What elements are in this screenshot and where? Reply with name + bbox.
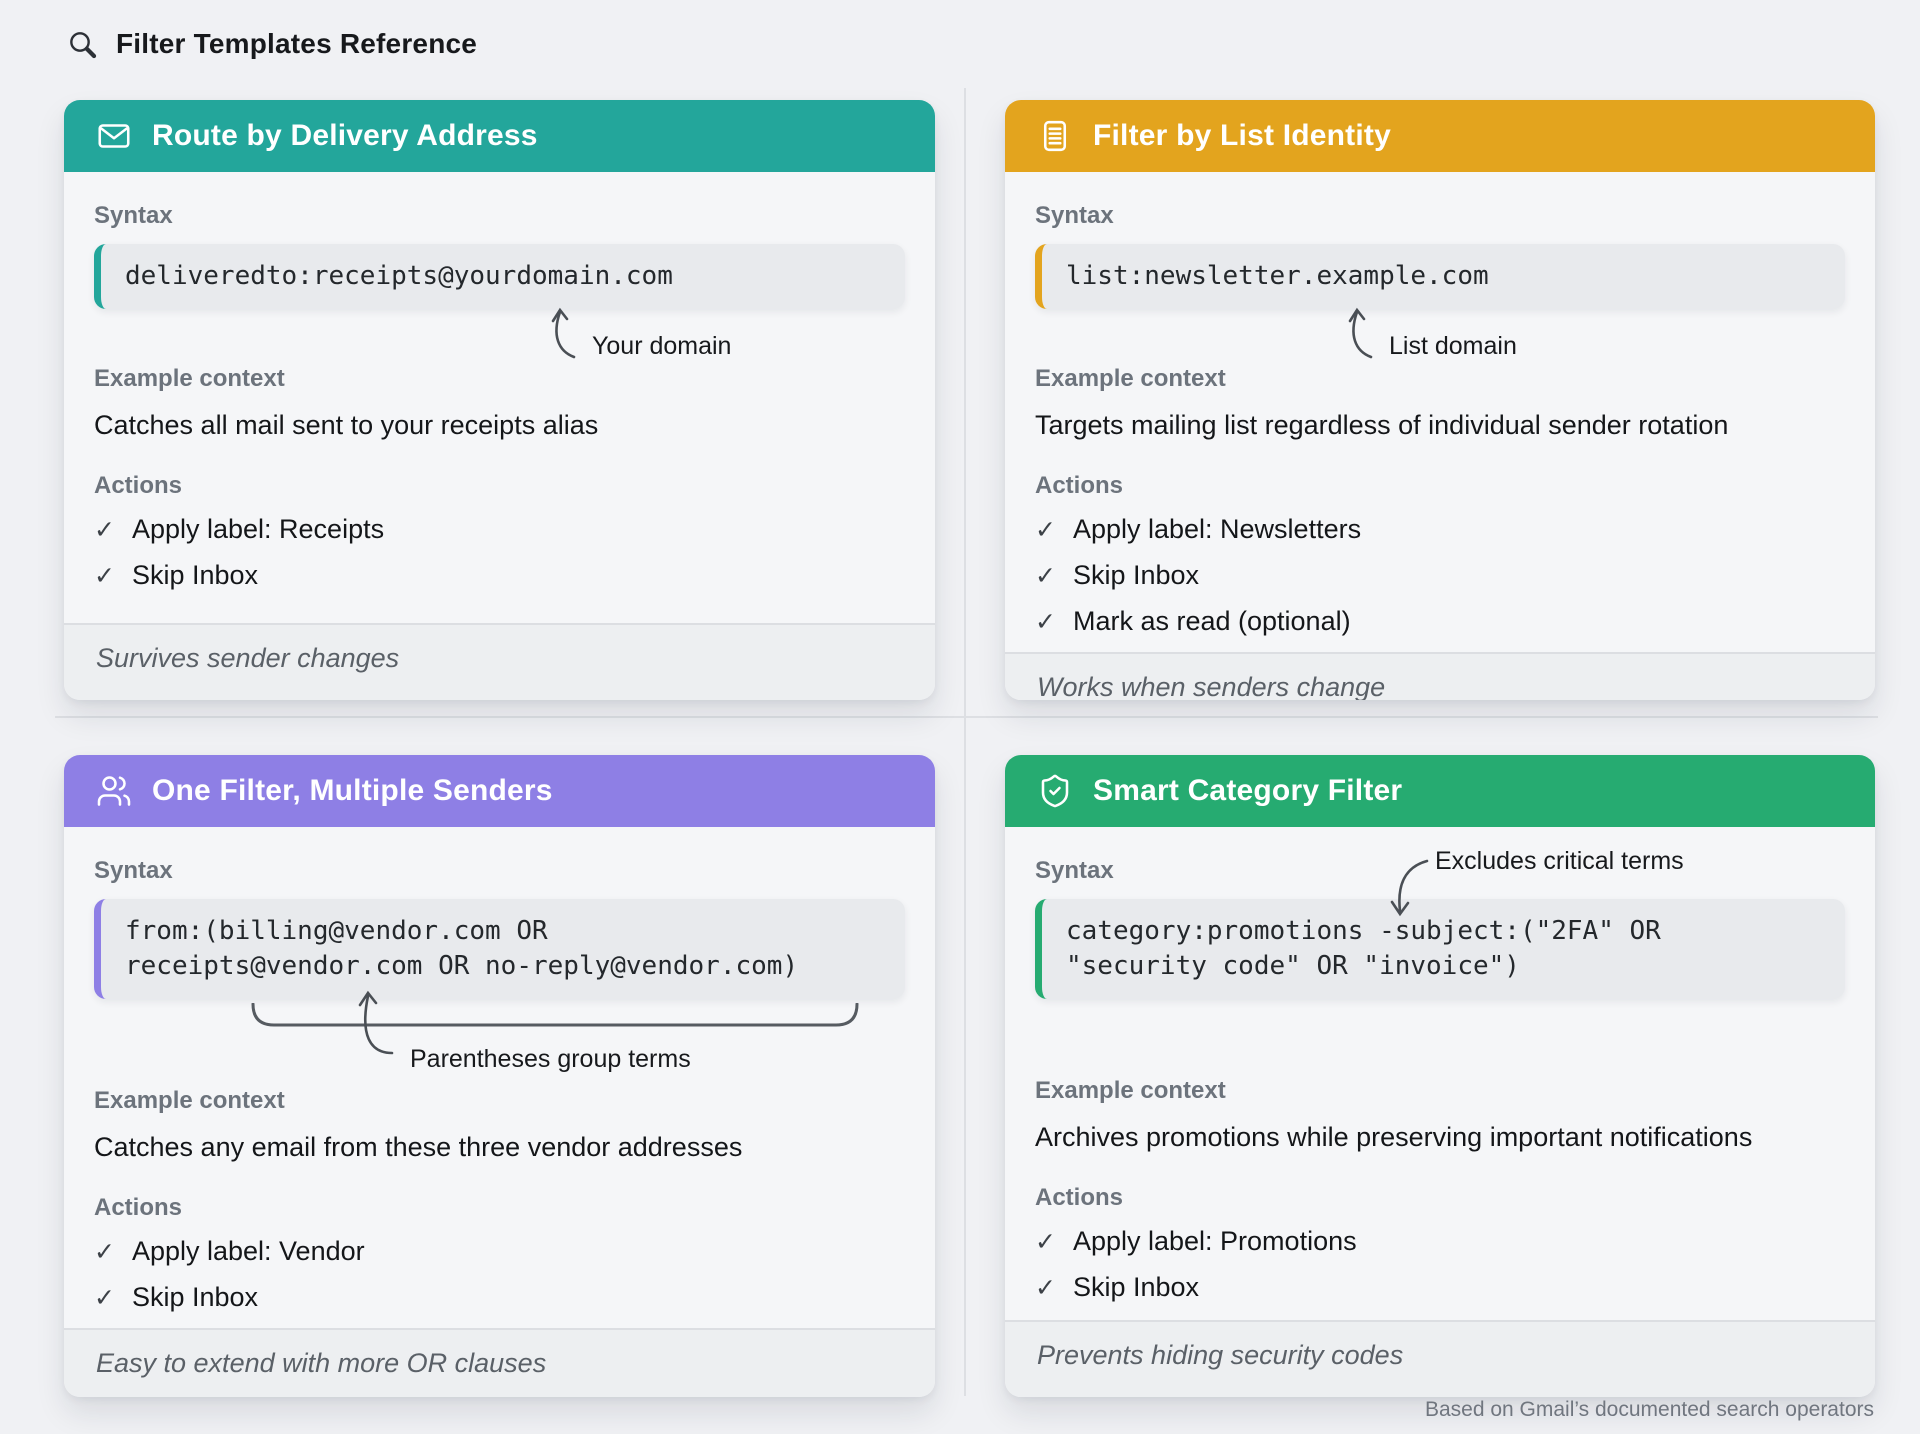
curved-arrow-up-icon: [1348, 307, 1373, 359]
code-line: deliveredto:receipts@yourdomain.com: [125, 261, 673, 291]
curved-arrow-up-icon: [551, 307, 576, 359]
check-icon: ✓: [1035, 561, 1056, 590]
check-icon: ✓: [94, 561, 115, 590]
example-context-label: Example context: [1035, 1077, 1226, 1105]
card-title: Route by Delivery Address: [152, 119, 538, 152]
syntax-label: Syntax: [1035, 202, 1114, 229]
attribution-text: Based on Gmail’s documented search opera…: [1424, 1398, 1874, 1421]
card-footnote: Survives sender changes: [64, 623, 935, 700]
card-route-by-delivery-address: Route by Delivery Address Syntax deliver…: [64, 100, 935, 700]
action-item: ✓ Apply label: Vendor: [94, 1235, 365, 1266]
card-header: One Filter, Multiple Senders: [64, 755, 935, 827]
actions-label: Actions: [94, 1193, 183, 1221]
card-title: Filter by List Identity: [1093, 119, 1391, 152]
context-text: Catches all mail sent to your receipts a…: [94, 410, 599, 441]
code-line: list:newsletter.example.com: [1066, 261, 1489, 291]
example-context-label: Example context: [1035, 365, 1226, 393]
card-title: One Filter, Multiple Senders: [152, 774, 553, 807]
annotation: Excludes critical terms: [1371, 847, 1771, 925]
syntax-code: deliveredto:receipts@yourdomain.com: [94, 244, 905, 310]
example-context-label: Example context: [94, 365, 285, 393]
context-text: Targets mailing list regardless of indiv…: [1035, 410, 1729, 441]
card-filter-by-list-identity: Filter by List Identity Syntax list:news…: [1005, 100, 1875, 700]
horizontal-divider: [55, 716, 1878, 718]
check-icon: ✓: [94, 515, 115, 544]
context-text: Catches any email from these three vendo…: [94, 1132, 743, 1163]
action-item: ✓ Skip Inbox: [94, 559, 259, 590]
syntax-label: Syntax: [94, 857, 173, 884]
annotation-label: Excludes critical terms: [1435, 847, 1684, 875]
vertical-divider: [964, 88, 966, 1396]
actions-label: Actions: [1035, 471, 1124, 499]
curved-arrow-up-icon: [358, 990, 394, 1055]
check-icon: ✓: [1035, 1227, 1056, 1256]
annotation: List domain: [1337, 305, 1845, 361]
envelope-icon: [96, 118, 132, 154]
code-line: "security code" OR "invoice"): [1066, 951, 1520, 982]
annotation: Your domain: [540, 305, 905, 361]
page-title: Filter Templates Reference: [116, 28, 478, 59]
check-icon: ✓: [94, 1237, 115, 1266]
code-line: receipts@vendor.com OR no-reply@vendor.c…: [125, 951, 799, 982]
syntax-code: list:newsletter.example.com: [1035, 244, 1845, 310]
syntax-code: from:(billing@vendor.com OR receipts@ven…: [94, 899, 905, 1000]
users-icon: [96, 773, 132, 809]
check-icon: ✓: [1035, 515, 1056, 544]
card-footnote: Prevents hiding security codes: [1005, 1320, 1875, 1397]
curved-arrow-down-icon: [1390, 859, 1429, 917]
annotation-label: List domain: [1389, 332, 1517, 361]
example-context-label: Example context: [94, 1087, 285, 1115]
actions-label: Actions: [94, 471, 183, 499]
check-icon: ✓: [94, 1283, 115, 1312]
action-item: ✓ Apply label: Newsletters: [1035, 513, 1362, 544]
syntax-label: Syntax: [94, 202, 173, 229]
action-item: ✓ Apply label: Receipts: [94, 513, 385, 544]
check-icon: ✓: [1035, 607, 1056, 636]
code-line: from:(billing@vendor.com OR: [125, 916, 548, 946]
annotation: Parentheses group terms: [94, 990, 905, 1087]
action-item: ✓ Skip Inbox: [1035, 559, 1200, 590]
card-header: Smart Category Filter: [1005, 755, 1875, 827]
card-smart-category-filter: Smart Category Filter Syntax Excludes cr…: [1005, 755, 1875, 1397]
magnifier-icon: [66, 28, 98, 60]
code-line: category:promotions -subject:("2FA" OR: [1066, 916, 1661, 946]
annotation-label: Your domain: [592, 332, 732, 361]
annotation-label: Parentheses group terms: [410, 1045, 691, 1074]
context-text: Archives promotions while preserving imp…: [1035, 1122, 1753, 1153]
syntax-code: category:promotions -subject:("2FA" OR "…: [1035, 899, 1845, 1000]
card-footnote: Works when senders change: [1005, 651, 1875, 700]
card-header: Filter by List Identity: [1005, 100, 1875, 172]
bracket-icon: [251, 1003, 859, 1027]
action-item: ✓ Skip Inbox: [1035, 1271, 1200, 1302]
action-item: ✓ Mark as read (optional): [1035, 605, 1351, 636]
card-footnote: Easy to extend with more OR clauses: [64, 1327, 935, 1397]
card-title: Smart Category Filter: [1093, 774, 1403, 807]
card-header: Route by Delivery Address: [64, 100, 935, 172]
page-header: Filter Templates Reference: [66, 28, 477, 60]
action-item: ✓ Apply label: Promotions: [1035, 1225, 1357, 1256]
shield-check-icon: [1037, 773, 1073, 809]
actions-label: Actions: [1035, 1183, 1124, 1211]
check-icon: ✓: [1035, 1273, 1056, 1302]
card-one-filter-multiple-senders: One Filter, Multiple Senders Syntax from…: [64, 755, 935, 1397]
action-item: ✓ Skip Inbox: [94, 1281, 259, 1312]
syntax-label: Syntax: [1035, 857, 1114, 884]
list-document-icon: [1037, 118, 1073, 154]
